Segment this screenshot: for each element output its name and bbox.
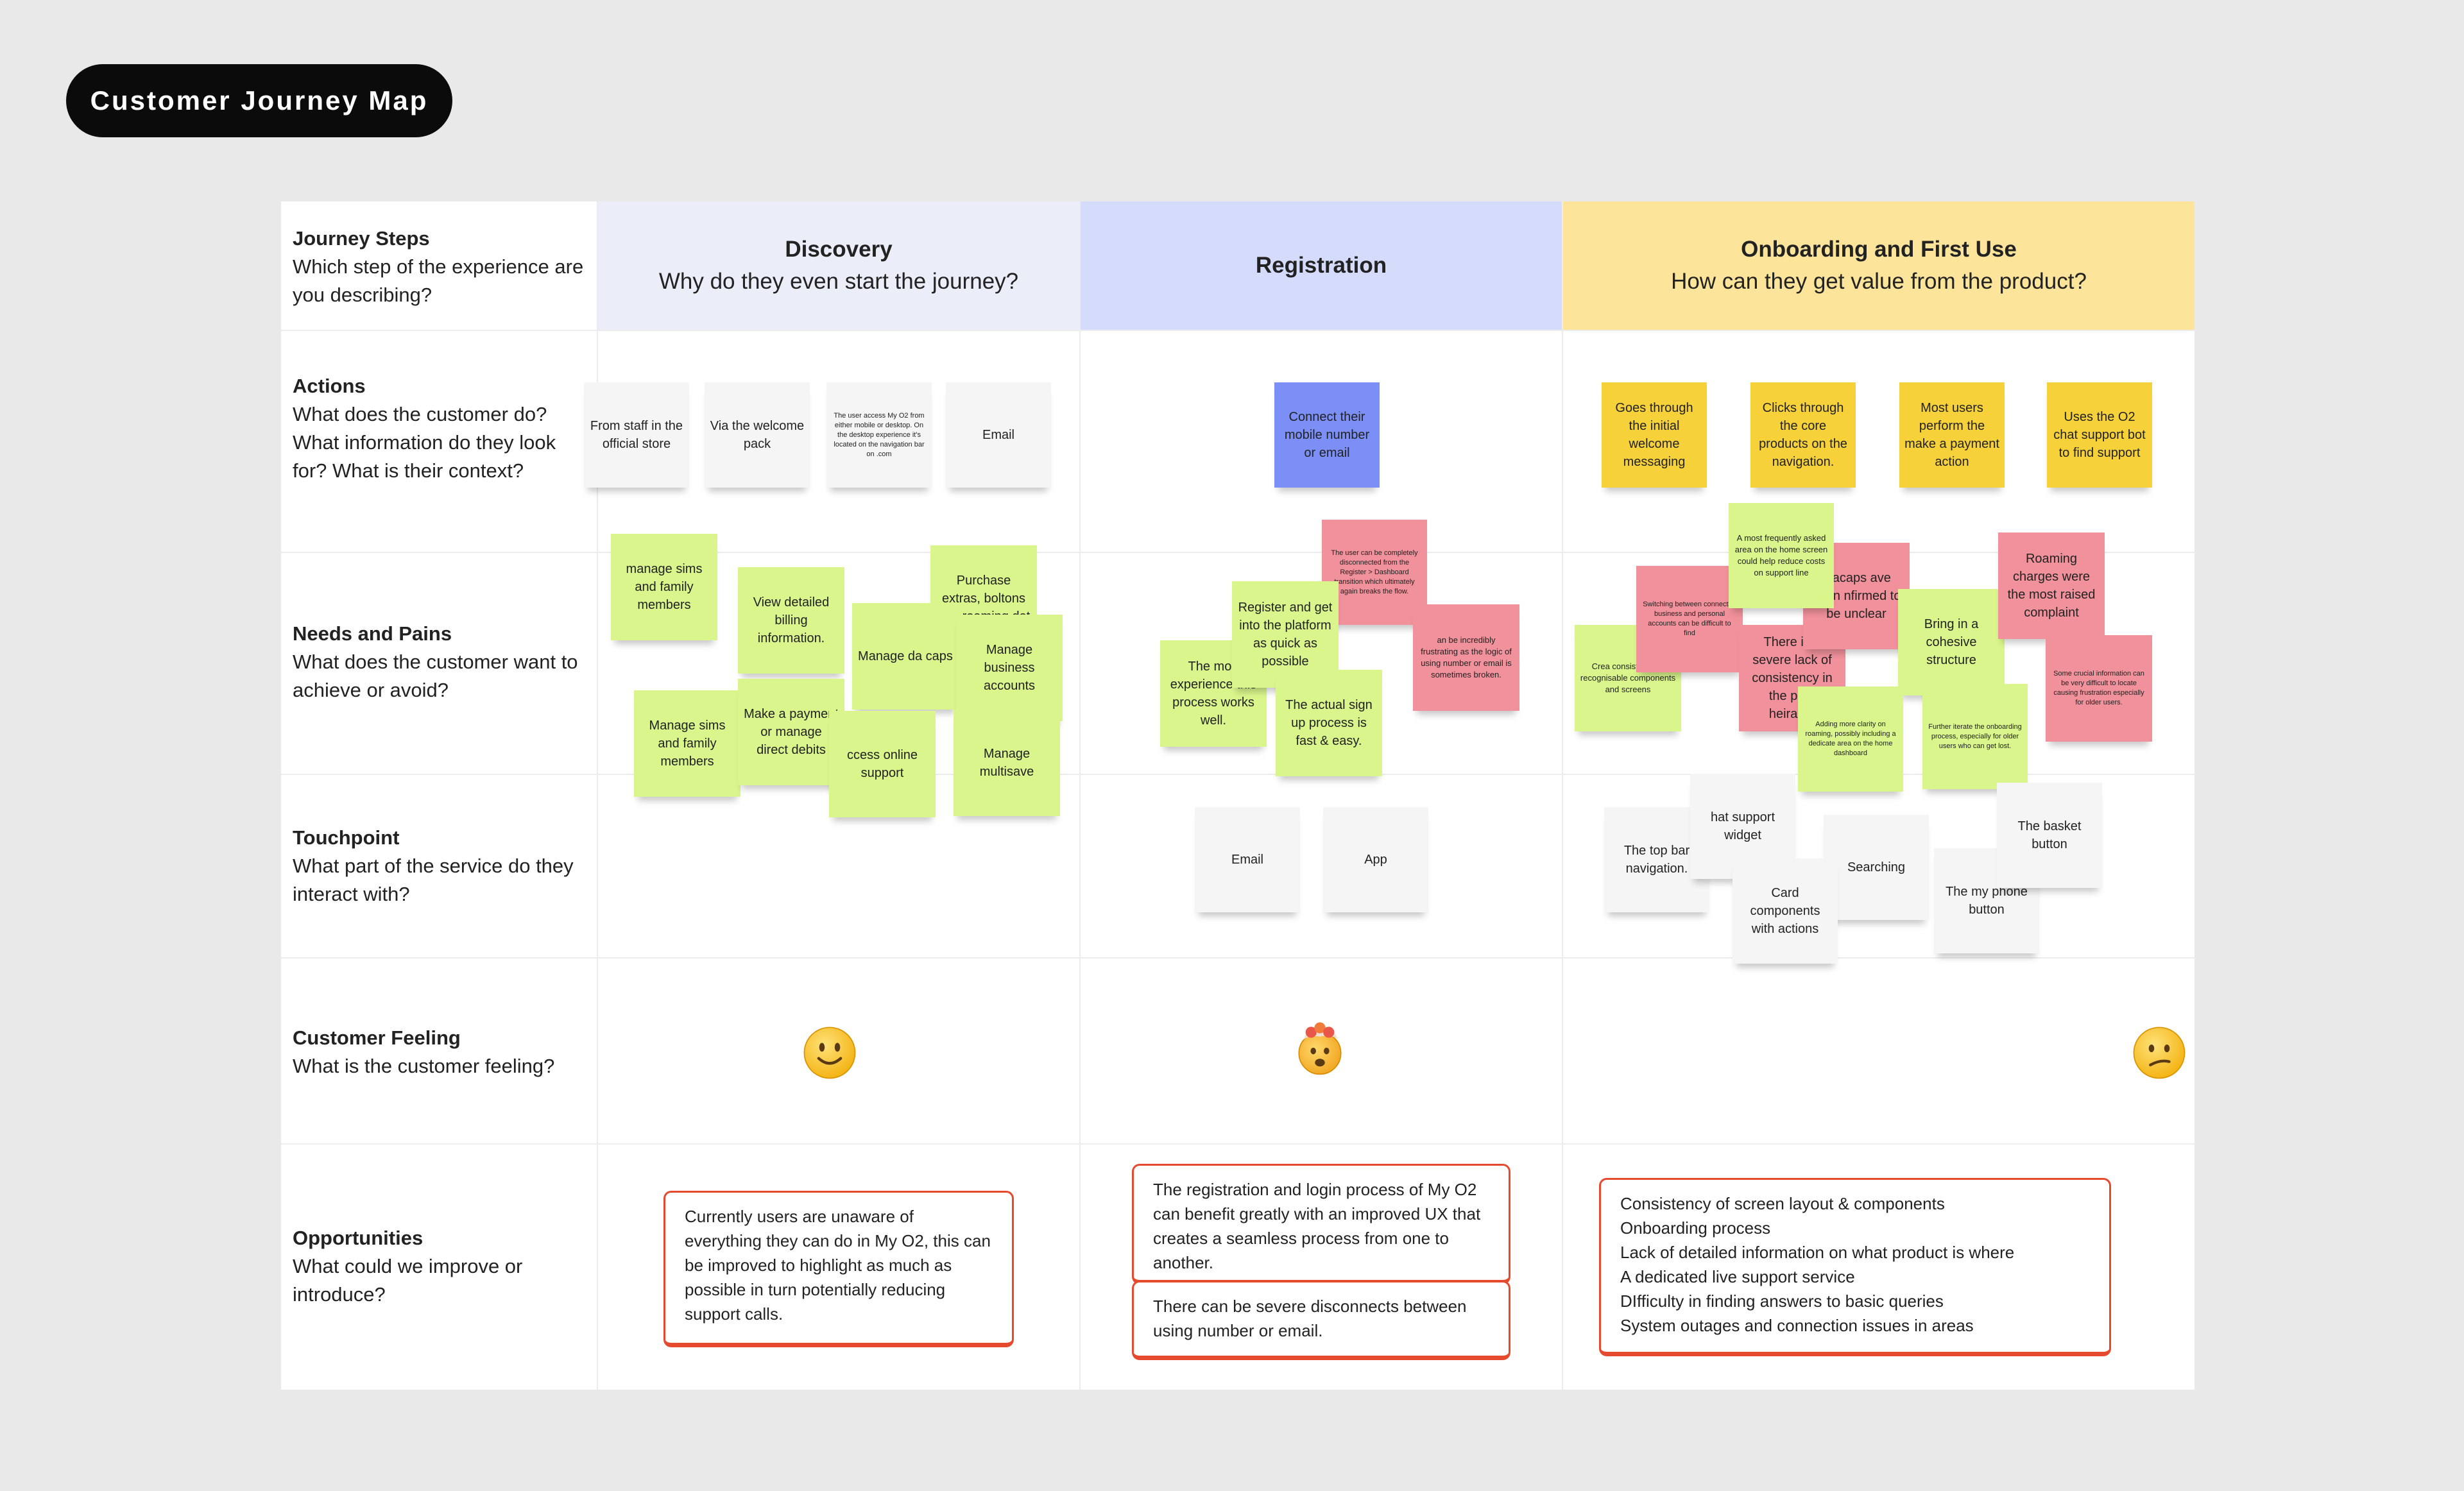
sticky-note[interactable]: Switching between connected business and…: [1636, 566, 1743, 672]
registration-header-bg: [1081, 201, 1562, 330]
confused-face-icon: [2133, 1027, 2186, 1079]
sticky-note[interactable]: Via the welcome pack: [705, 382, 810, 488]
sticky-note[interactable]: View detailed billing information.: [738, 567, 844, 674]
sticky-note[interactable]: ccess online support: [829, 711, 936, 817]
sticky-note[interactable]: Bring in a cohesive structure: [1898, 589, 2005, 695]
sticky-note[interactable]: Further iterate the onboarding process, …: [1922, 684, 2028, 789]
sticky-note[interactable]: Some crucial information can be very dif…: [2046, 635, 2152, 742]
sticky-note[interactable]: Make a payment or manage direct debits: [738, 679, 844, 785]
sticky-note[interactable]: Manage business accounts: [956, 615, 1063, 721]
sticky-note[interactable]: Email: [1195, 807, 1300, 912]
stage-header-discovery: Discovery Why do they even start the jou…: [598, 201, 1079, 330]
sticky-note[interactable]: A most frequently asked area on the home…: [1729, 503, 1834, 608]
stage-subtitle: Why do they even start the journey?: [658, 269, 1019, 294]
sticky-note[interactable]: Manage sims and family members: [634, 690, 740, 797]
sticky-note[interactable]: The mob experience this process works we…: [1160, 640, 1267, 747]
row-label-needs-and-pains: Needs and Pains What does the customer w…: [293, 622, 578, 701]
sticky-note[interactable]: manage sims and family members: [611, 534, 717, 640]
sticky-note[interactable]: Manage multisave: [954, 710, 1060, 816]
sticky-note[interactable]: Manage da caps: [852, 603, 959, 710]
discovery-header-bg: [598, 201, 1079, 330]
sticky-note[interactable]: The actual sign up process is fast & eas…: [1276, 670, 1382, 776]
row-label-actions: Actions What does the customer do? What …: [293, 375, 556, 482]
sticky-note[interactable]: Card components with actions: [1733, 858, 1838, 964]
sticky-note[interactable]: Goes through the initial welcome messagi…: [1602, 382, 1707, 488]
sticky-note[interactable]: App: [1323, 807, 1428, 912]
sticky-note[interactable]: Email: [946, 382, 1051, 488]
grid-line: [281, 552, 2194, 553]
stage-title: Registration: [1255, 253, 1387, 278]
opportunity-line: Consistency of screen layout & component…: [1620, 1194, 1945, 1213]
grid-line: [281, 1143, 2194, 1145]
sticky-note[interactable]: From staff in the official store: [584, 382, 689, 488]
opportunity-line: Onboarding process: [1620, 1218, 1771, 1238]
row-label-opportunities: Opportunities What could we improve or i…: [293, 1227, 523, 1306]
grid-line: [1562, 201, 1563, 1390]
sticky-note[interactable]: Roaming charges were the most raised com…: [1998, 532, 2105, 639]
stage-header-registration: Registration: [1081, 201, 1562, 330]
sticky-note[interactable]: The user can be completely disconnected …: [1322, 520, 1427, 625]
opportunity-card[interactable]: Consistency of screen layout & component…: [1599, 1178, 2111, 1356]
grid-line: [597, 201, 598, 1390]
page-title: Customer Journey Map: [66, 64, 452, 137]
sticky-note[interactable]: an be incredibly frustrating as the logi…: [1413, 604, 1519, 711]
row-label-customer-feeling: Customer Feeling What is the customer fe…: [293, 1027, 555, 1077]
sticky-note[interactable]: Connect their mobile number or email: [1274, 382, 1380, 488]
stage-header-onboarding: Onboarding and First Use How can they ge…: [1563, 201, 2194, 330]
exploding-head-icon: [1298, 1022, 1342, 1075]
happy-face-icon: [803, 1027, 856, 1079]
sticky-note[interactable]: Clicks through the core products on the …: [1750, 382, 1856, 488]
grid-line: [281, 957, 2194, 958]
grid-line: [281, 330, 2194, 331]
grid-line: [281, 774, 2194, 775]
sticky-note[interactable]: The user access My O2 from either mobile…: [826, 382, 932, 488]
journey-board: Discovery Why do they even start the jou…: [281, 201, 2194, 1390]
opportunity-card[interactable]: Currently users are unaware of everythin…: [663, 1191, 1014, 1347]
opportunity-card[interactable]: There can be severe disconnects between …: [1132, 1281, 1510, 1360]
grid-line: [1079, 201, 1081, 1390]
opportunity-card[interactable]: The registration and login process of My…: [1132, 1164, 1510, 1284]
row-label-journey-steps: Journey Steps Which step of the experien…: [293, 227, 584, 306]
sticky-note[interactable]: Uses the O2 chat support bot to find sup…: [2047, 382, 2152, 488]
sticky-note[interactable]: The basket button: [1997, 783, 2102, 888]
sticky-note[interactable]: Most users perform the make a payment ac…: [1899, 382, 2005, 488]
stage-title: Discovery: [785, 237, 893, 262]
opportunity-line: A dedicated live support service: [1620, 1267, 1855, 1286]
sticky-note[interactable]: Searching: [1824, 815, 1929, 920]
stage-title: Onboarding and First Use: [1741, 237, 2017, 262]
opportunity-line: System outages and connection issues in …: [1620, 1316, 1974, 1335]
stage-subtitle: How can they get value from the product?: [1671, 269, 2087, 294]
sticky-note[interactable]: Adding more clarity on roaming, possibly…: [1798, 686, 1903, 792]
opportunity-line: Lack of detailed information on what pro…: [1620, 1243, 2015, 1262]
opportunity-line: DIfficulty in finding answers to basic q…: [1620, 1291, 1944, 1311]
row-label-touchpoint: Touchpoint What part of the service do t…: [293, 826, 574, 905]
onboarding-header-bg: [1563, 201, 2194, 330]
